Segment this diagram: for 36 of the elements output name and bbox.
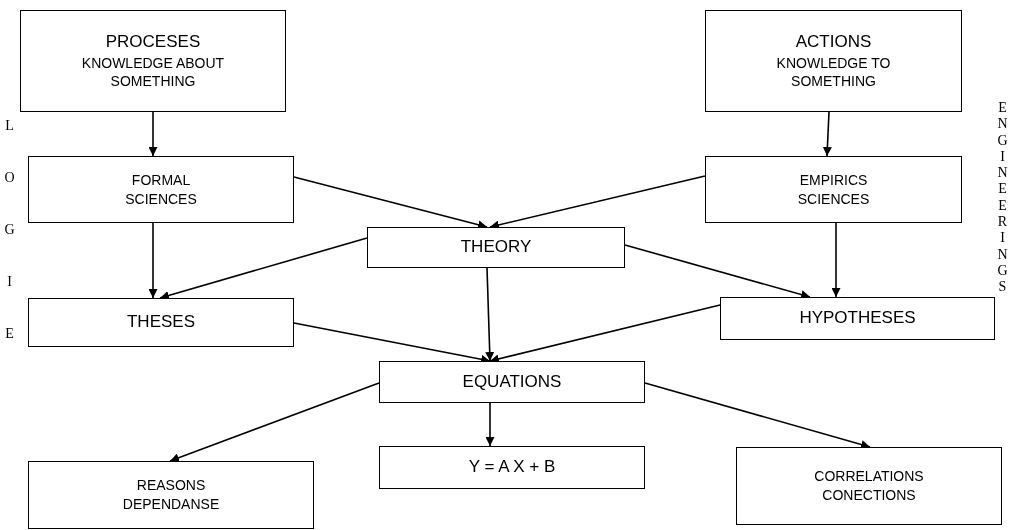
arrow (148, 111, 158, 157)
process-box (736, 447, 1002, 525)
process-box (705, 156, 962, 223)
concept-box (705, 10, 962, 112)
node-text: CORRELATIONS CONECTIONS (814, 467, 924, 505)
process-box (720, 297, 995, 340)
node-text: THEORY (460, 236, 532, 259)
node-title: PROCESES (105, 30, 201, 53)
arrow (822, 111, 832, 157)
arrow (485, 402, 495, 447)
node-title: ACTIONS (795, 30, 872, 53)
node-text: KNOWLEDGE TO SOMETHING (775, 53, 892, 92)
arrow (148, 222, 158, 299)
node-text: HYPOTHESES (799, 307, 916, 330)
process-box (28, 156, 294, 223)
node-text: FORMAL SCIENCES (124, 170, 198, 209)
node-text: THESES (127, 311, 195, 334)
vertical-label: ENGINEERINGS (997, 100, 1008, 296)
arrow (831, 222, 841, 298)
arrow (169, 382, 380, 463)
process-box (28, 461, 314, 529)
node-text: Y = A X + B (468, 456, 556, 479)
arrow (624, 244, 811, 299)
process-box (379, 446, 645, 489)
arrow (644, 382, 871, 449)
process-box (379, 361, 645, 403)
node-text: REASONS DEPENDANSE (121, 476, 221, 514)
node-text: KNOWLEDGE ABOUT SOMETHING (80, 53, 226, 92)
arrow (159, 237, 368, 300)
process-box (28, 298, 294, 347)
node-text: EMPIRICS SCIENCES (796, 170, 871, 209)
node-text: EQUATIONS (462, 370, 562, 393)
vertical-label: LOGIE (4, 117, 15, 343)
process-box (367, 227, 625, 268)
arrow (485, 267, 495, 362)
concept-box (20, 10, 286, 112)
